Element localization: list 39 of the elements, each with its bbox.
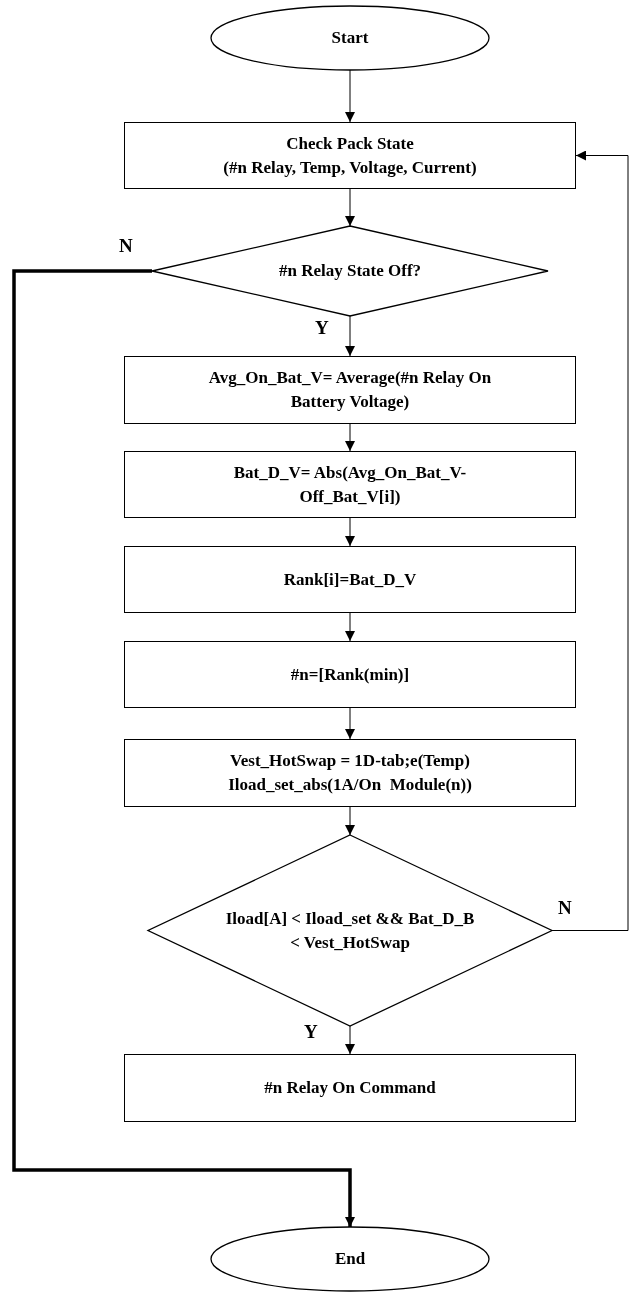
arrow: [345, 69, 355, 123]
terminal-ellipse: [211, 1227, 489, 1291]
edge-label: Y: [303, 1022, 319, 1041]
arrow: [345, 1025, 355, 1055]
process-box: [124, 739, 576, 807]
node-text: Avg_On_Bat_V= Average(#n Relay On Battery Voltage): [207, 367, 493, 413]
node-text: #n Relay On Command: [264, 1077, 436, 1100]
decision-diamond: [148, 835, 552, 1026]
node-text: #n=[Rank(min)]: [290, 663, 410, 686]
arrow: [345, 806, 355, 836]
node-text: (#n Relay, Temp, Voltage, Current): [223, 156, 477, 179]
edge-label: Y: [314, 318, 330, 337]
node-text: Vest_HotSwap = 1D-tab;e(Temp): [230, 750, 470, 773]
node-text: End: [334, 1248, 366, 1271]
edge-label: N: [557, 898, 573, 917]
node-text: Iload[A] < Iload_set && Bat_D_B < Vest_HotSwap: [225, 907, 475, 954]
process-box: [124, 451, 576, 518]
process-box: [124, 122, 576, 189]
node-text: #n Relay State Off?: [278, 260, 422, 283]
node-text: Bat_D_V= Abs(Avg_On_Bat_V-Off_Bat_V[i]): [232, 461, 468, 508]
arrow: [345, 707, 355, 740]
terminal-ellipse: [211, 6, 489, 70]
node-text: Rank[i]=Bat_D_V: [283, 568, 417, 591]
process-box: [124, 546, 576, 613]
process-box: [124, 641, 576, 708]
node-text: Check Pack State: [286, 132, 414, 155]
node-text: Iload_set_abs(1A/On Module(n)): [228, 774, 472, 796]
arrow: [345, 423, 355, 452]
arrow: [12, 269, 355, 1227]
arrow: [551, 150, 629, 931]
arrow: [345, 612, 355, 642]
process-box: [124, 356, 576, 424]
node-text: Start: [331, 27, 369, 50]
decision-diamond: [152, 226, 548, 316]
arrow: [345, 517, 355, 547]
arrow: [345, 315, 355, 357]
process-box: [124, 1054, 576, 1122]
arrow: [345, 188, 355, 227]
edge-label: N: [118, 236, 134, 255]
